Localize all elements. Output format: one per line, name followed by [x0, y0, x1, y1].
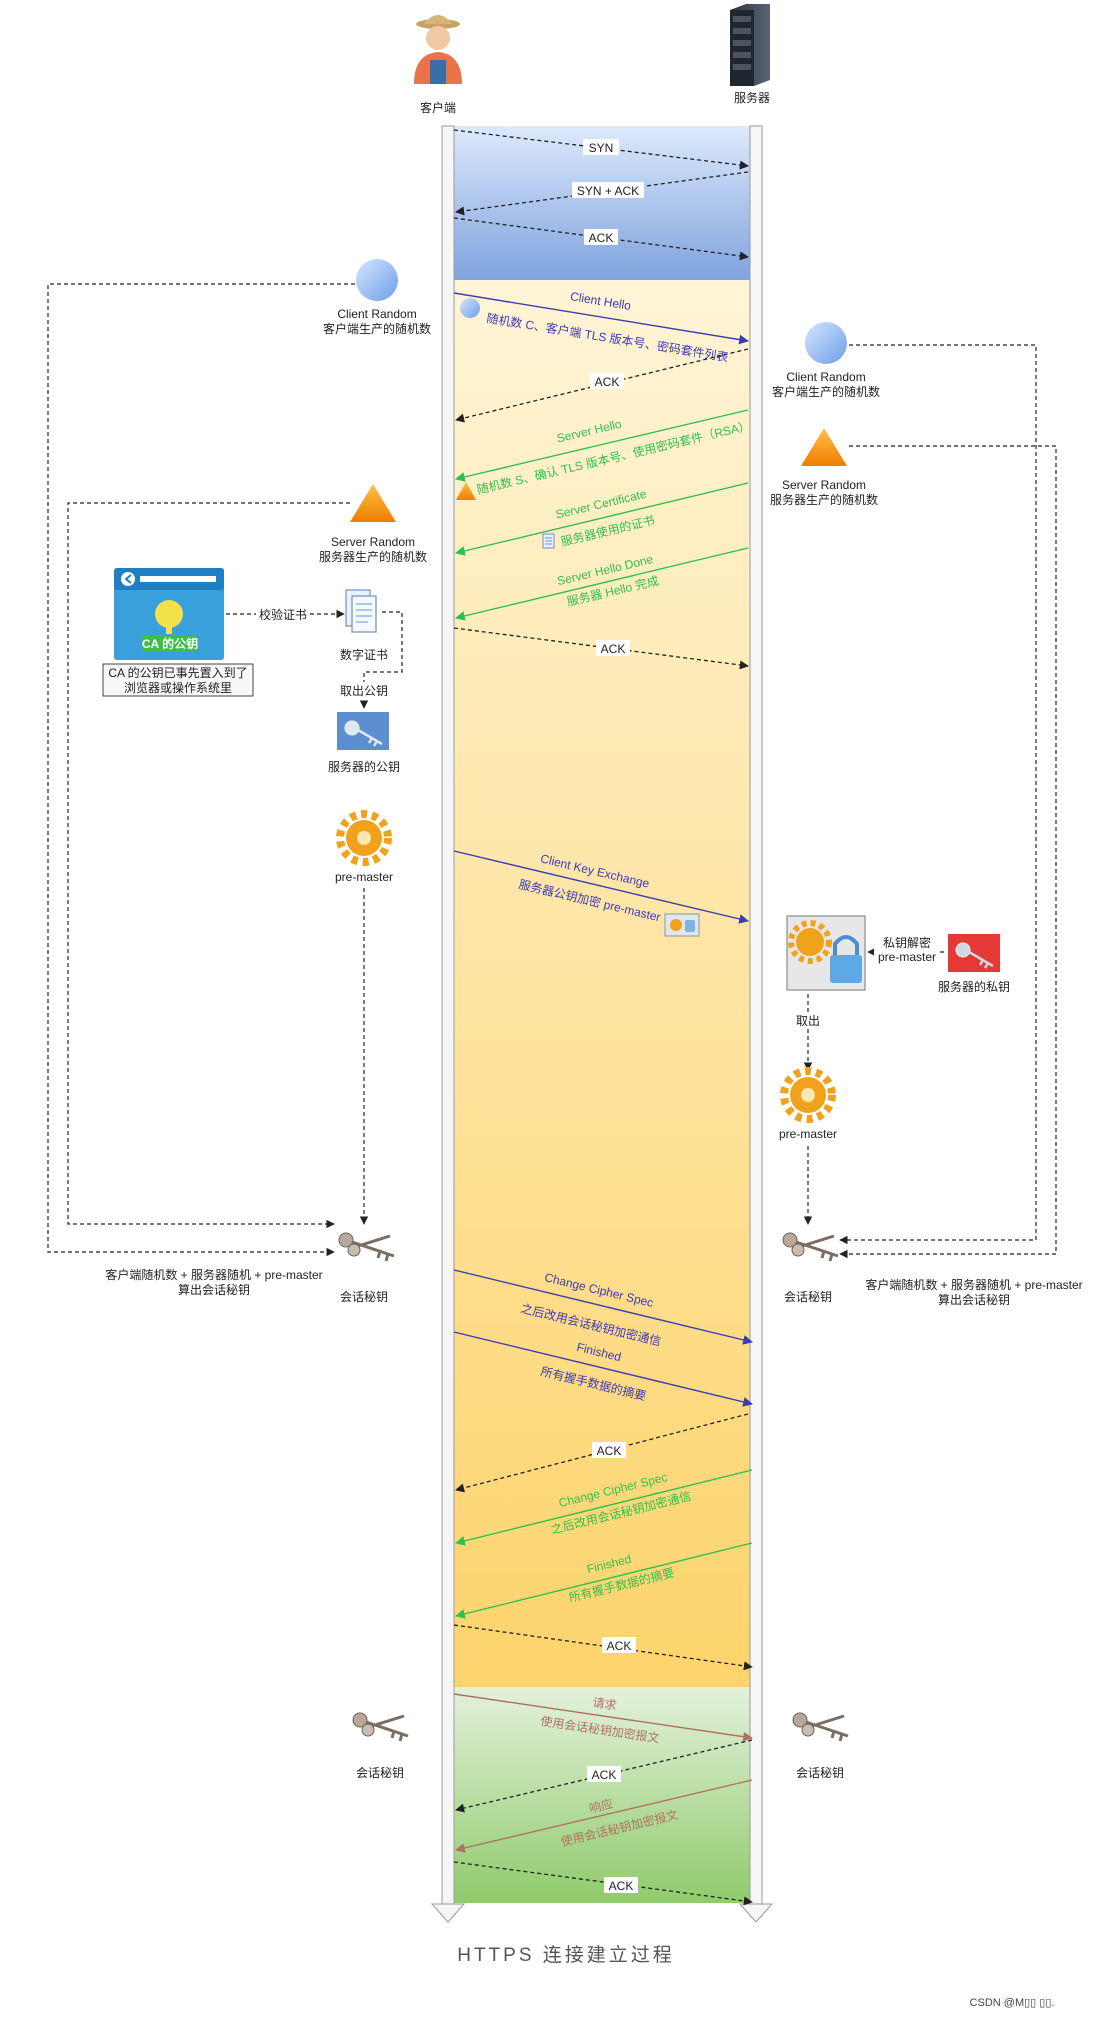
- digital-certificate-icon: [345, 589, 377, 633]
- session-key-icon-right: [782, 1232, 839, 1262]
- server-random-small-icon: [456, 482, 476, 500]
- syn-ack-label: SYN + ACK: [577, 184, 639, 198]
- request-arrow: [453, 1693, 753, 1742]
- server-rack-icon: [730, 4, 770, 86]
- server-label: 服务器: [734, 90, 770, 105]
- ca-note-line-2: 浏览器或操作系统里: [124, 680, 232, 695]
- ack-label-1: ACK: [595, 375, 620, 389]
- client-random-sphere-icon: [356, 259, 398, 301]
- ack-label-data-1: ACK: [592, 1768, 617, 1782]
- data-session-key-label-right: 会话秘钥: [796, 1766, 844, 1780]
- server-certificate-arrow: [455, 482, 749, 556]
- server-random-feed-right: [839, 445, 1057, 1259]
- server-random-feed-left: [67, 502, 350, 1229]
- ack-label-data-2: ACK: [609, 1879, 634, 1893]
- take-out-label: 取出: [796, 1014, 820, 1028]
- watermark: CSDN @M▯▯ ▯▯.: [970, 1997, 1055, 2009]
- calc-line-2-right: 算出会话秘钥: [938, 1292, 1010, 1307]
- client-lifeline: [430, 125, 466, 1923]
- ack-label-3: ACK: [597, 1444, 622, 1458]
- server-random-title-right: Server Random: [782, 478, 866, 492]
- data-session-key-label-left: 会话秘钥: [356, 1766, 404, 1780]
- client-random-small-icon: [460, 298, 480, 318]
- response-label: 响应: [588, 1796, 615, 1816]
- session-key-label-right: 会话秘钥: [784, 1290, 832, 1304]
- server-hello-done-arrow: [455, 547, 749, 621]
- finished-server-arrow: [455, 1542, 753, 1619]
- ca-public-key-label: CA 的公钥: [142, 636, 198, 651]
- server-random-triangle-icon-left: [350, 484, 396, 522]
- ack-arrow-data-1: [455, 1739, 753, 1813]
- pre-master-gear-icon-right: [780, 1067, 836, 1123]
- server-random-desc-left: 服务器生产的随机数: [319, 549, 427, 564]
- client-label: 客户端: [420, 100, 456, 115]
- server-private-key-label: 服务器的私钥: [938, 979, 1010, 994]
- client-person-icon: [414, 15, 462, 84]
- digital-certificate-label: 数字证书: [340, 647, 388, 662]
- server-lifeline: [738, 125, 774, 1923]
- server-random-desc-right: 服务器生产的随机数: [770, 492, 878, 507]
- client-random-title-left: Client Random: [337, 307, 416, 321]
- client-random-feed-right: [839, 344, 1037, 1245]
- ack-arrow-data-2: [453, 1861, 753, 1906]
- pre-master-label-left: pre-master: [335, 870, 393, 884]
- take-pubkey-label: 取出公钥: [340, 684, 388, 698]
- diagram-caption: HTTPS 连接建立过程: [457, 1944, 675, 1966]
- server-random-triangle-icon-right: [801, 428, 847, 466]
- syn-label: SYN: [589, 141, 614, 155]
- session-key-icon-left: [338, 1232, 395, 1262]
- pre-master-label-right: pre-master: [779, 1127, 837, 1141]
- server-private-key-icon: [948, 934, 1000, 972]
- data-session-key-icon-right: [792, 1712, 849, 1742]
- encrypted-premaster-icon: [786, 915, 866, 991]
- ack-label-tcp: ACK: [589, 231, 614, 245]
- ca-note-box: [102, 663, 254, 697]
- session-key-label-left: 会话秘钥: [340, 1290, 388, 1304]
- ack-label-4: ACK: [607, 1639, 632, 1653]
- client-random-desc-left: 客户端生产的随机数: [323, 321, 431, 336]
- encrypted-premaster-small-icon: [664, 913, 700, 937]
- pre-master-gear-icon-left: [336, 810, 392, 866]
- data-band: [450, 1687, 750, 1903]
- certificate-small-icon: [542, 533, 555, 549]
- client-key-exchange-arrow: [453, 850, 749, 924]
- response-arrow: [455, 1779, 753, 1853]
- calc-line-1-left: 客户端随机数 + 服务器随机 + pre-master: [105, 1267, 322, 1282]
- change-cipher-spec-client-arrow: [453, 1269, 753, 1345]
- server-public-key-icon: [337, 712, 389, 750]
- server-random-title-left: Server Random: [331, 535, 415, 549]
- server-public-key-label: 服务器的公钥: [328, 759, 400, 774]
- change-cipher-spec-server-arrow: [455, 1469, 753, 1546]
- finished-client-arrow: [453, 1331, 753, 1407]
- ack-label-2: ACK: [601, 642, 626, 656]
- client-random-title-right: Client Random: [786, 370, 865, 384]
- client-random-desc-right: 客户端生产的随机数: [772, 384, 880, 399]
- server-hello-arrow: [455, 409, 749, 482]
- decrypt-label-2: pre-master: [878, 950, 936, 964]
- request-label: 请求: [592, 1695, 618, 1712]
- ca-note-line-1: CA 的公钥已事先置入到了: [108, 665, 247, 680]
- calc-line-1-right: 客户端随机数 + 服务器随机 + pre-master: [865, 1277, 1082, 1292]
- decrypt-label-1: 私钥解密: [883, 935, 931, 950]
- verify-cert-label: 校验证书: [259, 607, 307, 622]
- client-hello-arrow: [453, 292, 749, 345]
- data-session-key-icon-left: [352, 1712, 409, 1742]
- client-random-feed-left: [47, 283, 355, 1257]
- calc-line-2-left: 算出会话秘钥: [178, 1282, 250, 1297]
- client-random-sphere-icon-right: [805, 322, 847, 364]
- ca-public-key-icon: [114, 568, 224, 660]
